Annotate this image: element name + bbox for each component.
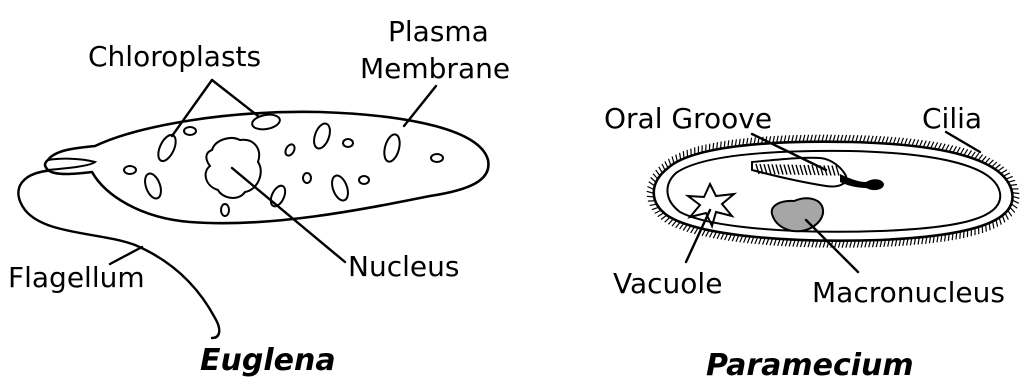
flagellum-label: Flagellum — [8, 261, 145, 294]
euglena-title: Euglena — [200, 343, 336, 378]
nucleus-label: Nucleus — [348, 250, 459, 283]
paramecium-title: Paramecium — [706, 348, 914, 381]
plasma-membrane-leader — [404, 86, 436, 126]
chloroplasts-leader-right — [212, 80, 258, 116]
chloroplasts-label: Chloroplasts — [88, 40, 261, 73]
macronucleus-label: Macronucleus — [812, 276, 1005, 309]
paramecium-macronucleus — [772, 198, 823, 231]
plasma-membrane-label-line1: Plasma — [388, 15, 489, 48]
paramecium-organism — [647, 135, 1020, 248]
euglena-organism — [18, 112, 488, 338]
cilia-label: Cilia — [922, 102, 982, 135]
oral-groove-label: Oral Groove — [604, 102, 772, 135]
vacuole-label: Vacuole — [613, 267, 722, 300]
plasma-membrane-label-line2: Membrane — [360, 52, 510, 85]
